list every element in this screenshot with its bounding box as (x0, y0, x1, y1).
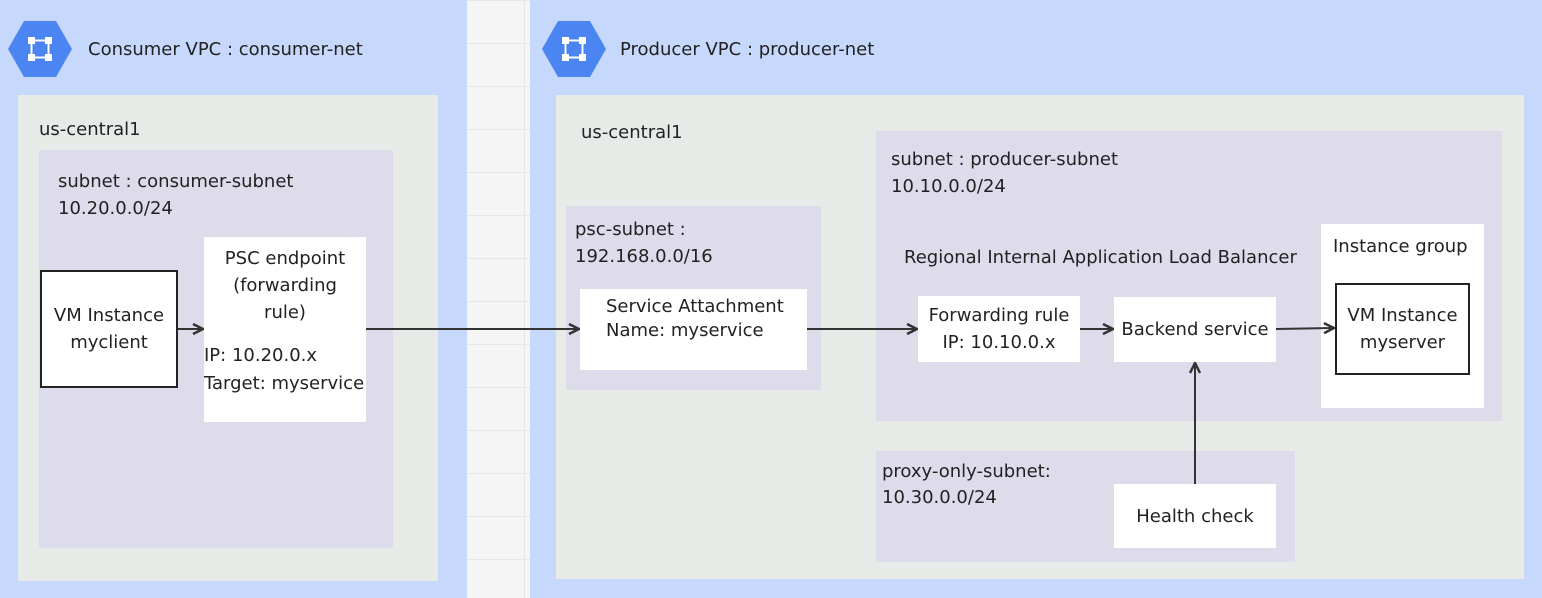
psc-endpoint[interactable] (204, 237, 366, 422)
vm-instance-name: myclient (70, 332, 148, 353)
forwarding-rule-ip: IP: 10.10.0.x (942, 332, 1056, 353)
consumer-subnet-cidr: 10.20.0.0/24 (58, 198, 173, 219)
vm-instance-myclient[interactable]: VM Instance myclient (40, 270, 178, 388)
proxy-only-subnet-cidr: 10.30.0.0/24 (882, 487, 997, 508)
consumer-region-label: us-central1 (39, 119, 141, 140)
health-check-label: Health check (1136, 505, 1254, 527)
service-attachment-title: Service Attachment (606, 296, 784, 317)
consumer-subnet-name: subnet : consumer-subnet (58, 171, 294, 192)
psc-endpoint-target: Target: myservice (204, 373, 365, 394)
psc-subnet-cidr: 192.168.0.0/16 (575, 246, 713, 267)
service-attachment[interactable] (580, 289, 807, 370)
vm-instance-label: VM Instance (53, 305, 165, 326)
psc-endpoint-title: PSC endpoint (forwarding rule) (224, 248, 346, 323)
vm-instance-name: myserver (1359, 332, 1446, 353)
consumer-vpc-title: Consumer VPC : consumer-net (88, 39, 363, 60)
psc-subnet-name: psc-subnet : (575, 219, 686, 240)
forwarding-rule[interactable]: Forwarding rule IP: 10.10.0.x (918, 296, 1080, 362)
producer-vpc-title: Producer VPC : producer-net (620, 39, 875, 60)
producer-subnet-name: subnet : producer-subnet (891, 149, 1119, 170)
instance-group-title: Instance group (1333, 236, 1468, 257)
health-check[interactable]: Health check (1114, 484, 1276, 548)
load-balancer-label: Regional Internal Application Load Balan… (904, 247, 1297, 268)
producer-subnet-cidr: 10.10.0.0/24 (891, 176, 1006, 197)
backend-service-label: Backend service (1121, 319, 1269, 340)
vm-instance-myserver[interactable]: VM Instance myserver (1335, 283, 1470, 375)
vm-instance-label: VM Instance (1347, 305, 1458, 326)
forwarding-rule-title: Forwarding rule (928, 305, 1070, 326)
producer-region-label: us-central1 (581, 122, 683, 143)
vpc-network-icon (8, 21, 72, 77)
service-attachment-name: Name: myservice (606, 320, 764, 341)
vpc-network-icon (542, 21, 606, 77)
backend-service[interactable]: Backend service (1114, 297, 1276, 362)
arrow-backend-service-to-vm (1275, 328, 1333, 329)
proxy-only-subnet-name: proxy-only-subnet: (882, 461, 1051, 482)
psc-endpoint-ip: IP: 10.20.0.x (204, 345, 318, 366)
